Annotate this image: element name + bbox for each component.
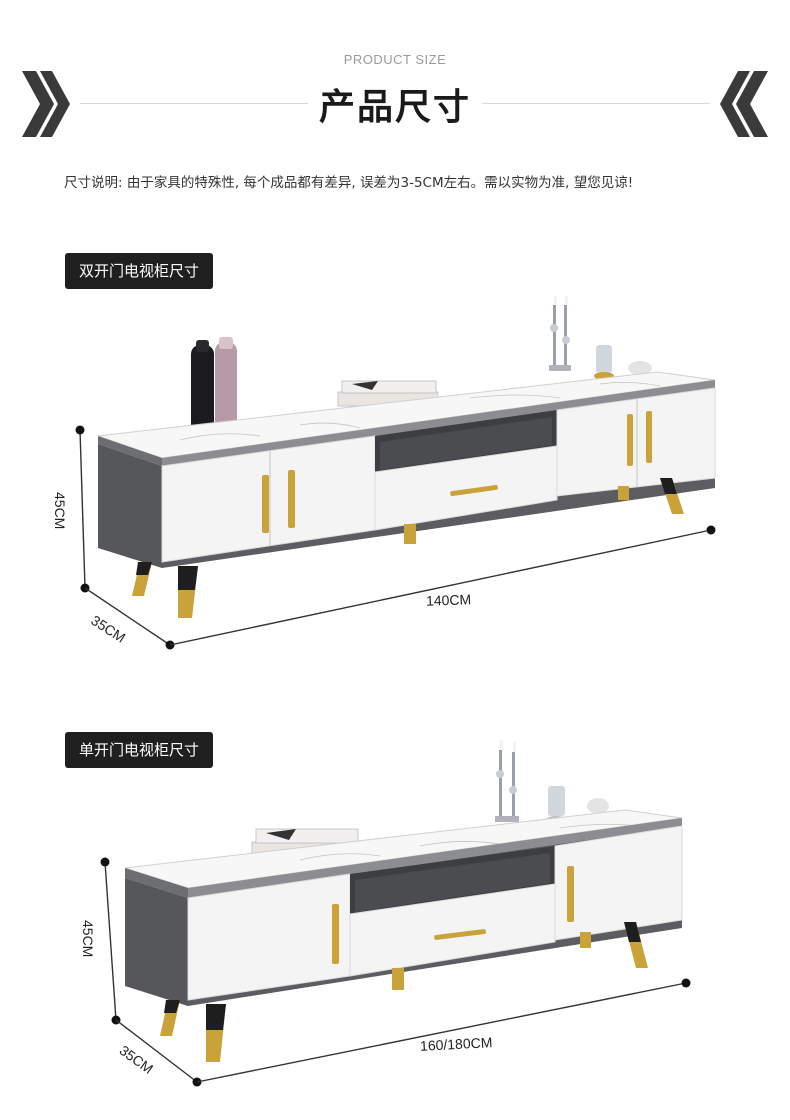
tv-cabinet-double-door-image [75, 296, 716, 650]
title-divider-left [80, 103, 308, 104]
double-chevron-right-icon [22, 71, 70, 137]
height-dimension-label: 45CM [52, 492, 68, 530]
tv-cabinet-single-door-image [100, 740, 691, 1087]
height-dimension-label: 45CM [80, 920, 96, 958]
size-note: 尺寸说明: 由于家具的特殊性, 每个成品都有差异, 误差为3-5CM左右。需以实… [64, 175, 634, 191]
double-chevron-left-icon [720, 71, 768, 137]
section-label-single-door: 单开门电视柜尺寸 [65, 732, 214, 768]
page-title: 产品尺寸 [318, 87, 471, 128]
title-divider-right [482, 103, 710, 104]
section-subtitle: PRODUCT SIZE [343, 52, 447, 67]
section-label-double-door: 双开门电视柜尺寸 [65, 253, 214, 289]
width-dimension-label: 140CM [425, 591, 472, 609]
